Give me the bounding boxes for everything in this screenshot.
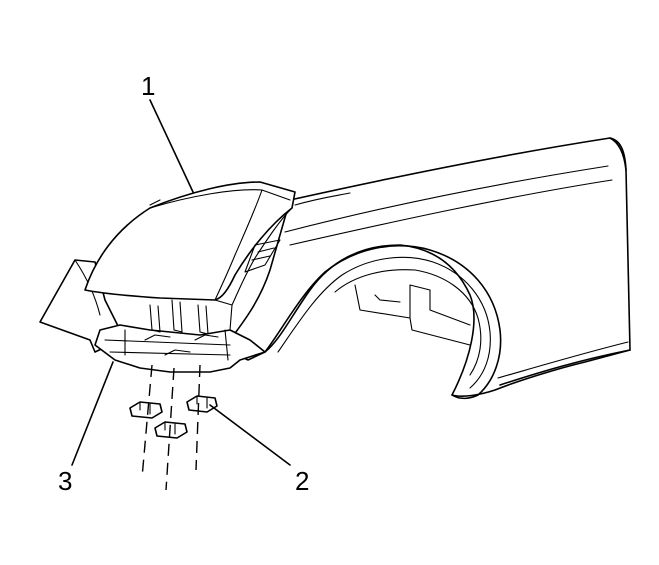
callout-2: 2 [295, 466, 309, 496]
leader-3 [71, 361, 114, 466]
leader-lines [71, 99, 291, 466]
callout-1: 1 [141, 71, 155, 101]
callout-3: 3 [58, 466, 72, 496]
callout-labels: 1 2 3 [58, 71, 309, 496]
clip-right [186, 395, 218, 413]
leader-2 [209, 404, 291, 466]
fender-panel [229, 137, 631, 397]
fastener-clips [129, 395, 218, 439]
install-guide-lines [141, 364, 201, 491]
clip-center [154, 421, 188, 439]
leader-1 [149, 99, 194, 193]
wheel-arch [264, 244, 502, 400]
clip-left [129, 401, 163, 419]
headlamp-assembly [84, 181, 296, 335]
